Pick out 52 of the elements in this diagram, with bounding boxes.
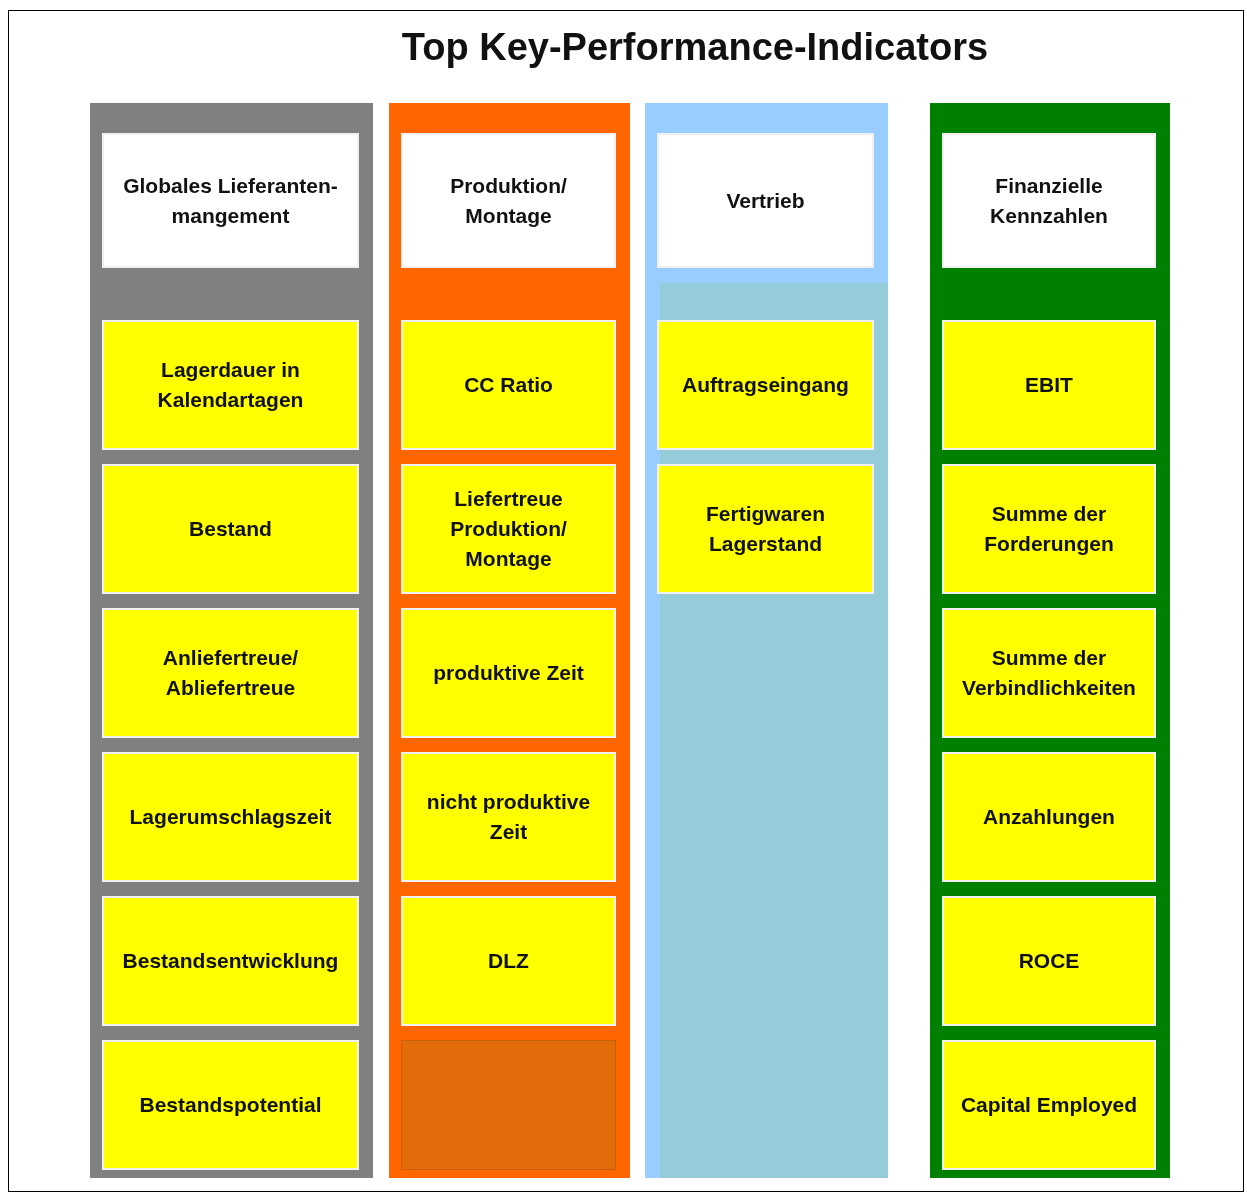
kpi-box (401, 320, 616, 450)
kpi-label: Summe der Verbindlichkeiten (961, 645, 1137, 701)
column-band (645, 103, 888, 1178)
kpi-label: EBIT (1025, 372, 1073, 398)
kpi-box (942, 752, 1156, 882)
column-heading: Globales Lieferanten-mangement (122, 172, 339, 229)
kpi-label: Lagerumschlagszeit (129, 804, 332, 830)
kpi-label: Fertigwaren Lagerstand (705, 501, 826, 557)
kpi-box (102, 320, 359, 450)
kpi-box (102, 752, 359, 882)
kpi-box (401, 896, 616, 1026)
kpi-label: Anliefertreue/ Abliefertreue (161, 645, 300, 701)
kpi-label: Bestandspotential (139, 1092, 322, 1118)
title: Top Key-Performance-Indicators (400, 26, 990, 69)
kpi-box (102, 608, 359, 738)
header-box (401, 133, 616, 268)
kpi-label: Capital Employed (960, 1092, 1138, 1118)
column-heading: Produktion/ Montage (449, 172, 568, 229)
kpi-box (401, 608, 616, 738)
kpi-box (401, 464, 616, 594)
kpi-label: CC Ratio (464, 372, 553, 398)
kpi-label: Bestandsentwicklung (122, 948, 339, 974)
kpi-box (942, 464, 1156, 594)
column-band (90, 103, 373, 1178)
kpi-label: produktive Zeit (433, 660, 584, 686)
kpi-label: ROCE (1018, 948, 1080, 974)
kpi-box (657, 464, 874, 594)
kpi-label: Anzahlungen (983, 804, 1115, 830)
column-band (389, 103, 630, 1178)
kpi-box (102, 896, 359, 1026)
kpi-box (102, 464, 359, 594)
kpi-label: Auftragseingang (682, 372, 849, 398)
header-box (942, 133, 1156, 268)
empty-box (401, 1040, 616, 1170)
kpi-box (657, 320, 874, 450)
kpi-box (401, 752, 616, 882)
kpi-box (102, 1040, 359, 1170)
kpi-box (942, 320, 1156, 450)
kpi-label: nicht produktive Zeit (425, 789, 592, 845)
kpi-label: Bestand (189, 516, 272, 542)
kpi-box (942, 896, 1156, 1026)
header-box (102, 133, 359, 268)
kpi-box (942, 1040, 1156, 1170)
kpi-label: Lagerdauer in Kalendartagen (156, 357, 305, 413)
kpi-label: DLZ (488, 948, 529, 974)
column-band (930, 103, 1170, 1178)
header-box (657, 133, 874, 268)
kpi-label: Summe der Forderungen (983, 501, 1115, 557)
kpi-label: Liefertreue Produktion/ Montage (449, 486, 568, 572)
column-heading: Finanzielle Kennzahlen (989, 172, 1109, 229)
kpi-box (942, 608, 1156, 738)
column-heading: Vertrieb (726, 187, 805, 214)
